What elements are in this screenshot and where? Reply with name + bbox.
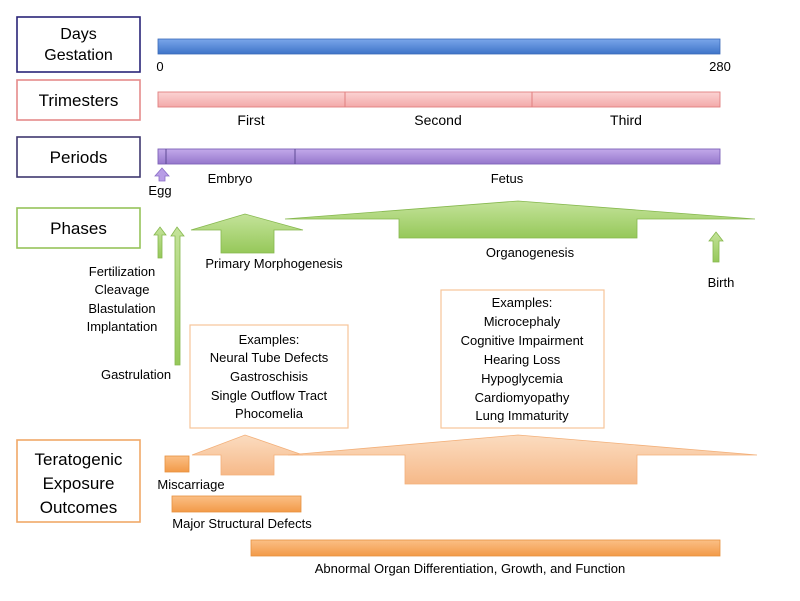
trimesters-label-box [16,79,141,121]
example-cognitive-impairment: Cognitive Impairment [461,333,584,348]
birth-label: Birth [708,275,735,290]
organogenesis-label: Organogenesis [486,245,575,260]
example-gastroschisis: Gastroschisis [230,369,309,384]
primary-morphogenesis-arrow [190,213,304,254]
examples-left-title: Examples: [239,332,300,347]
periods-label-box [16,136,141,178]
primary-morphogenesis-label: Primary Morphogenesis [205,256,343,271]
miscarriage-label: Miscarriage [157,477,224,492]
phase-event-cleavage: Cleavage [95,282,150,297]
examples-right-title: Examples: [492,295,553,310]
abnormal-organ-label: Abnormal Organ Differentiation, Growth, … [315,561,625,576]
outcomes-label-line2: Exposure [43,474,115,493]
days-label-line1: Days [60,26,96,43]
days-end-label: 280 [709,59,731,74]
gastrulation-arrow [170,226,185,366]
egg-arrow [154,167,170,182]
fertilization-arrow [153,226,167,259]
example-microcephaly: Microcephaly [484,314,561,329]
fetus-label: Fetus [491,171,524,186]
phases-label: Phases [50,219,107,238]
birth-arrow [708,231,724,263]
phases-label-box [16,207,141,249]
example-neural-tube-defects: Neural Tube Defects [210,350,329,365]
example-hearing-loss: Hearing Loss [484,352,561,367]
trimester-second-label: Second [414,112,461,128]
example-cardiomyopathy: Cardiomyopathy [475,390,570,405]
phase-event-implantation: Implantation [87,319,158,334]
phase-event-fertilization: Fertilization [89,264,155,279]
example-single-outflow-tract: Single Outflow Tract [211,388,328,403]
organogenesis-arrow [284,200,756,239]
outcomes-label-line1: Teratogenic [35,450,123,469]
outcomes-label-box [16,439,141,523]
organ-differentiation-arrow [287,434,758,485]
major-structural-defects-label: Major Structural Defects [172,516,312,531]
trimester-first-label: First [237,112,264,128]
outcomes-label-line3: Outcomes [40,498,117,517]
abnormal-organ-bar [250,539,721,557]
trimesters-label: Trimesters [39,91,119,110]
embryo-label: Embryo [208,171,253,186]
miscarriage-bar [164,455,190,473]
egg-label: Egg [148,183,171,198]
days-label-line2: Gestation [44,47,112,64]
example-hypoglycemia: Hypoglycemia [481,371,563,386]
gastrulation-label: Gastrulation [101,367,171,382]
examples-right-box [440,289,605,429]
major-structural-defects-bar [171,495,302,513]
examples-left-box [189,324,349,429]
example-phocomelia: Phocomelia [235,406,304,421]
days-bar [157,38,721,55]
phase-event-blastulation: Blastulation [88,301,155,316]
periods-bar [157,148,721,165]
trimester-bar [157,91,721,108]
days-gestation-label-box [16,16,141,73]
major-defects-arrow [191,434,304,476]
trimester-third-label: Third [610,112,642,128]
days-start-label: 0 [156,59,163,74]
example-lung-immaturity: Lung Immaturity [475,408,569,423]
periods-label: Periods [50,148,108,167]
